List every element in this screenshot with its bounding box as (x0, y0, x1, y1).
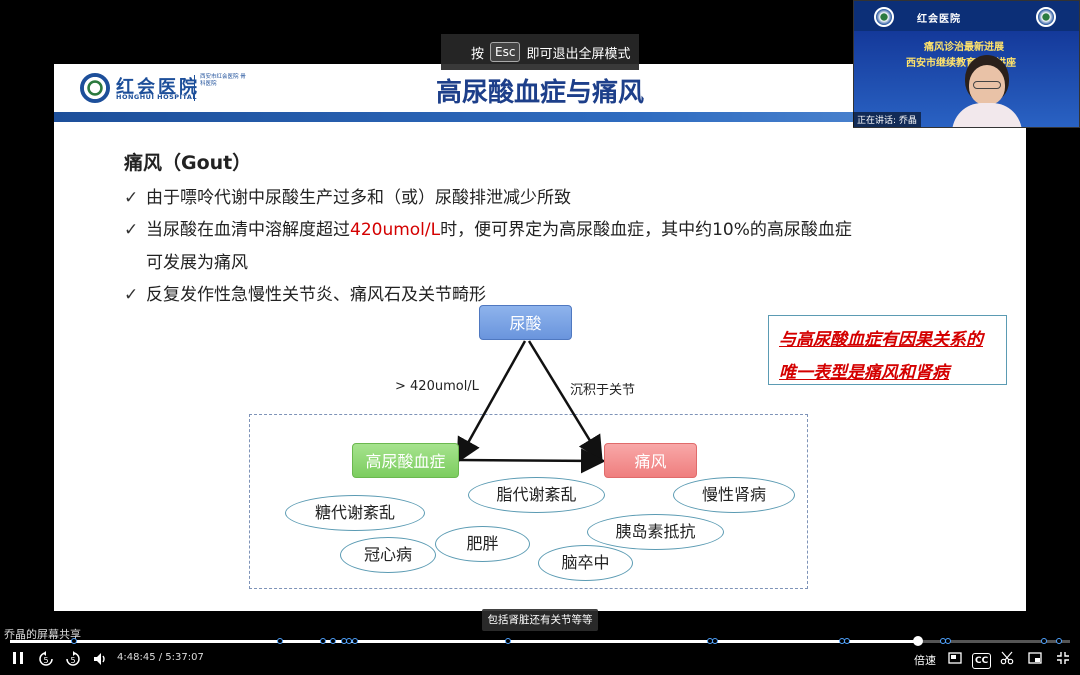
bullet-2-threshold: 420umol/L (350, 220, 441, 240)
time-total: 5:37:07 (165, 652, 204, 663)
toast-suffix: 即可退出全屏模式 (526, 46, 631, 62)
edge-label-deposit: 沉积于关节 (570, 383, 636, 398)
forward-button[interactable] (63, 651, 83, 671)
bullet-3-text: 反复发作性急慢性关节炎、痛风石及关节畸形 (146, 285, 486, 305)
chapter-marker[interactable] (1056, 638, 1063, 644)
ellipse-obesity: 肥胖 (435, 526, 530, 562)
cam-logo-right-icon (1036, 7, 1056, 27)
cam-brand: 红会医院 (917, 14, 961, 25)
hospital-name-en: HONGHUI HOSPITAL (116, 93, 198, 101)
chapter-marker[interactable] (945, 638, 952, 644)
speaker-avatar (952, 63, 1022, 127)
player-controls: 5 5 倍速 CC (0, 648, 1080, 675)
callout-line-1: 与高尿酸血症有因果关系的 (779, 330, 983, 350)
speaker-video[interactable]: 红会医院 痛风诊治最新进展 西安市继续教育学术讲座 (853, 0, 1080, 128)
chapter-marker[interactable] (505, 638, 512, 644)
mini-player-icon (1028, 652, 1042, 664)
screen-share-label: 乔晶的屏幕共享 (4, 628, 81, 641)
live-caption: 包括肾脏还有关节等等 (482, 609, 598, 631)
esc-key-badge: Esc (490, 42, 521, 62)
glasses-icon (973, 81, 1001, 89)
bullet-2-text-pre: 当尿酸在血清中溶解度超过 (146, 220, 350, 240)
clip-button[interactable] (998, 651, 1016, 671)
bullet-1-text: 由于嘌呤代谢中尿酸生产过多和（或）尿酸排泄减少所致 (146, 188, 571, 208)
node-gout: 痛风 (604, 443, 697, 478)
chapter-marker[interactable] (319, 638, 326, 644)
bullet-1: ✓ 由于嘌呤代谢中尿酸生产过多和（或）尿酸排泄减少所致 (124, 183, 571, 208)
pip-icon (948, 652, 962, 664)
cam-title-line-2: 西安市继续教育学术讲座 (906, 58, 1016, 69)
volume-button[interactable] (90, 651, 110, 671)
check-icon: ✓ (124, 285, 139, 305)
mini-player-button[interactable] (1026, 651, 1044, 671)
playback-speed-button[interactable]: 倍速 (914, 654, 936, 667)
chapter-marker[interactable] (1040, 638, 1047, 644)
callout-line-2: 唯一表型是痛风和肾病 (779, 363, 949, 383)
hospital-name-cn: 红会医院 (116, 77, 200, 98)
rewind-icon (39, 651, 53, 666)
chapter-marker[interactable] (330, 638, 337, 644)
causal-callout: 与高尿酸血症有因果关系的 唯一表型是痛风和肾病 (768, 315, 1007, 385)
ellipse-lipid-disorder: 脂代谢紊乱 (468, 477, 605, 513)
bullet-2-text-post: 时，便可界定为高尿酸血症，其中约10%的高尿酸血症 (440, 220, 852, 240)
exit-fullscreen-button[interactable] (1054, 651, 1072, 671)
check-icon: ✓ (124, 188, 139, 208)
slide-title: 高尿酸血症与痛风 (435, 78, 644, 108)
chapter-marker[interactable] (70, 638, 77, 644)
time-current: 4:48:45 (117, 652, 156, 663)
relationship-diagram (456, 340, 606, 474)
fullscreen-exit-toast: 按 Esc 即可退出全屏模式 (441, 34, 639, 70)
check-icon: ✓ (124, 220, 139, 240)
forward-icon (66, 651, 80, 666)
section-title: 痛风（Gout） (124, 152, 252, 174)
ellipse-glucose-disorder: 糖代谢紊乱 (285, 495, 425, 531)
pause-icon (13, 652, 23, 664)
progress-bar[interactable] (10, 636, 1070, 646)
diagram-dashed-frame (249, 414, 808, 589)
pause-button[interactable] (8, 651, 28, 671)
chapter-marker[interactable] (351, 638, 358, 644)
time-display: 4:48:45 / 5:37:07 (117, 652, 204, 663)
ellipse-chronic-kidney-disease: 慢性肾病 (673, 477, 795, 513)
edge-uric-to-hyperuricemia (456, 340, 527, 464)
bullet-2-continuation: 可发展为痛风 (146, 253, 248, 273)
progress-fill (10, 640, 919, 643)
hospital-subtitle: 西安市红会医院 骨科医院 (200, 74, 246, 87)
cam-logo-left-icon (874, 7, 894, 27)
toast-prefix: 按 (471, 46, 485, 62)
volume-icon (94, 653, 105, 665)
chapter-marker[interactable] (711, 638, 718, 644)
speaking-indicator: 正在讲话: 乔晶 (853, 112, 921, 127)
logo-divider (194, 75, 195, 101)
exit-fullscreen-icon (1057, 652, 1069, 664)
edge-uric-to-gout (527, 340, 603, 462)
rewind-seconds: 5 (43, 656, 49, 665)
cam-title-line-1: 痛风诊治最新进展 (924, 42, 1004, 53)
edge-label-threshold: > 420umol/L (395, 379, 479, 394)
ellipse-insulin-resistance: 胰岛素抵抗 (587, 514, 724, 550)
presentation-slide: 红会医院 HONGHUI HOSPITAL 西安市红会医院 骨科医院 高尿酸血症… (54, 64, 1026, 611)
cam-banner: 红会医院 (854, 1, 1079, 31)
picture-in-picture-button[interactable] (946, 651, 964, 671)
scissors-icon (1000, 651, 1014, 665)
chapter-marker[interactable] (277, 638, 284, 644)
captions-button[interactable]: CC (972, 653, 992, 669)
rewind-button[interactable] (36, 651, 56, 671)
bullet-2: ✓ 当尿酸在血清中溶解度超过420umol/L时，便可界定为高尿酸血症，其中约10… (124, 215, 852, 240)
node-uric-acid: 尿酸 (479, 305, 572, 340)
ellipse-coronary-heart-disease: 冠心病 (340, 537, 436, 573)
forward-seconds: 5 (70, 656, 76, 665)
edge-hyperuricemia-to-gout (458, 448, 606, 474)
chapter-marker[interactable] (844, 638, 851, 644)
ellipse-stroke: 脑卒中 (538, 545, 633, 581)
progress-scrubber[interactable] (913, 636, 924, 646)
hospital-logo-icon (80, 73, 110, 103)
bullet-3: ✓ 反复发作性急慢性关节炎、痛风石及关节畸形 (124, 280, 486, 305)
node-hyperuricemia: 高尿酸血症 (352, 443, 459, 478)
header-bar (54, 112, 1026, 122)
time-separator: / (155, 652, 166, 663)
